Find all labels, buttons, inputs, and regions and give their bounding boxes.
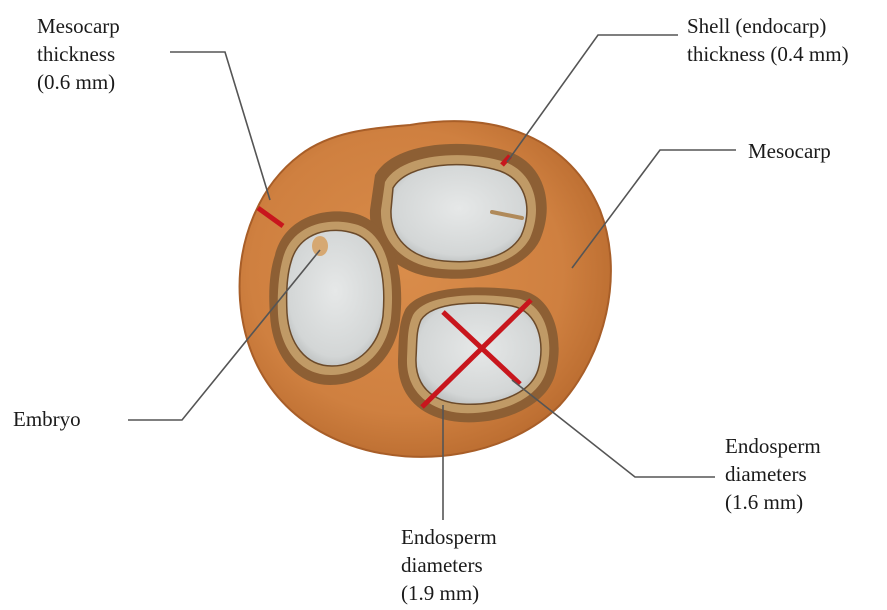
label-line: Mesocarp (748, 137, 831, 165)
label-mesocarp: Mesocarp (748, 137, 831, 165)
label-line: Endosperm (401, 523, 497, 551)
label-line: Embryo (13, 405, 81, 433)
label-endosperm-right: Endosperm diameters (1.6 mm) (725, 432, 821, 516)
label-line: (1.9 mm) (401, 579, 497, 607)
label-line: (0.6 mm) (37, 68, 120, 96)
label-endosperm-bottom: Endosperm diameters (1.9 mm) (401, 523, 497, 607)
label-shell-thickness: Shell (endocarp) thickness (0.4 mm) (687, 12, 849, 68)
label-line: diameters (725, 460, 821, 488)
seed-left (269, 211, 401, 385)
label-mesocarp-thickness: Mesocarp thickness (0.6 mm) (37, 12, 120, 96)
embryo-spot (312, 236, 328, 256)
label-line: Shell (endocarp) (687, 12, 849, 40)
label-line: (1.6 mm) (725, 488, 821, 516)
label-line: thickness (37, 40, 120, 68)
label-line: thickness (0.4 mm) (687, 40, 849, 68)
leader-mesocarp-thickness (170, 52, 270, 200)
label-line: Mesocarp (37, 12, 120, 40)
seed-top (370, 144, 547, 279)
label-line: Endosperm (725, 432, 821, 460)
label-line: diameters (401, 551, 497, 579)
label-embryo: Embryo (13, 405, 81, 433)
